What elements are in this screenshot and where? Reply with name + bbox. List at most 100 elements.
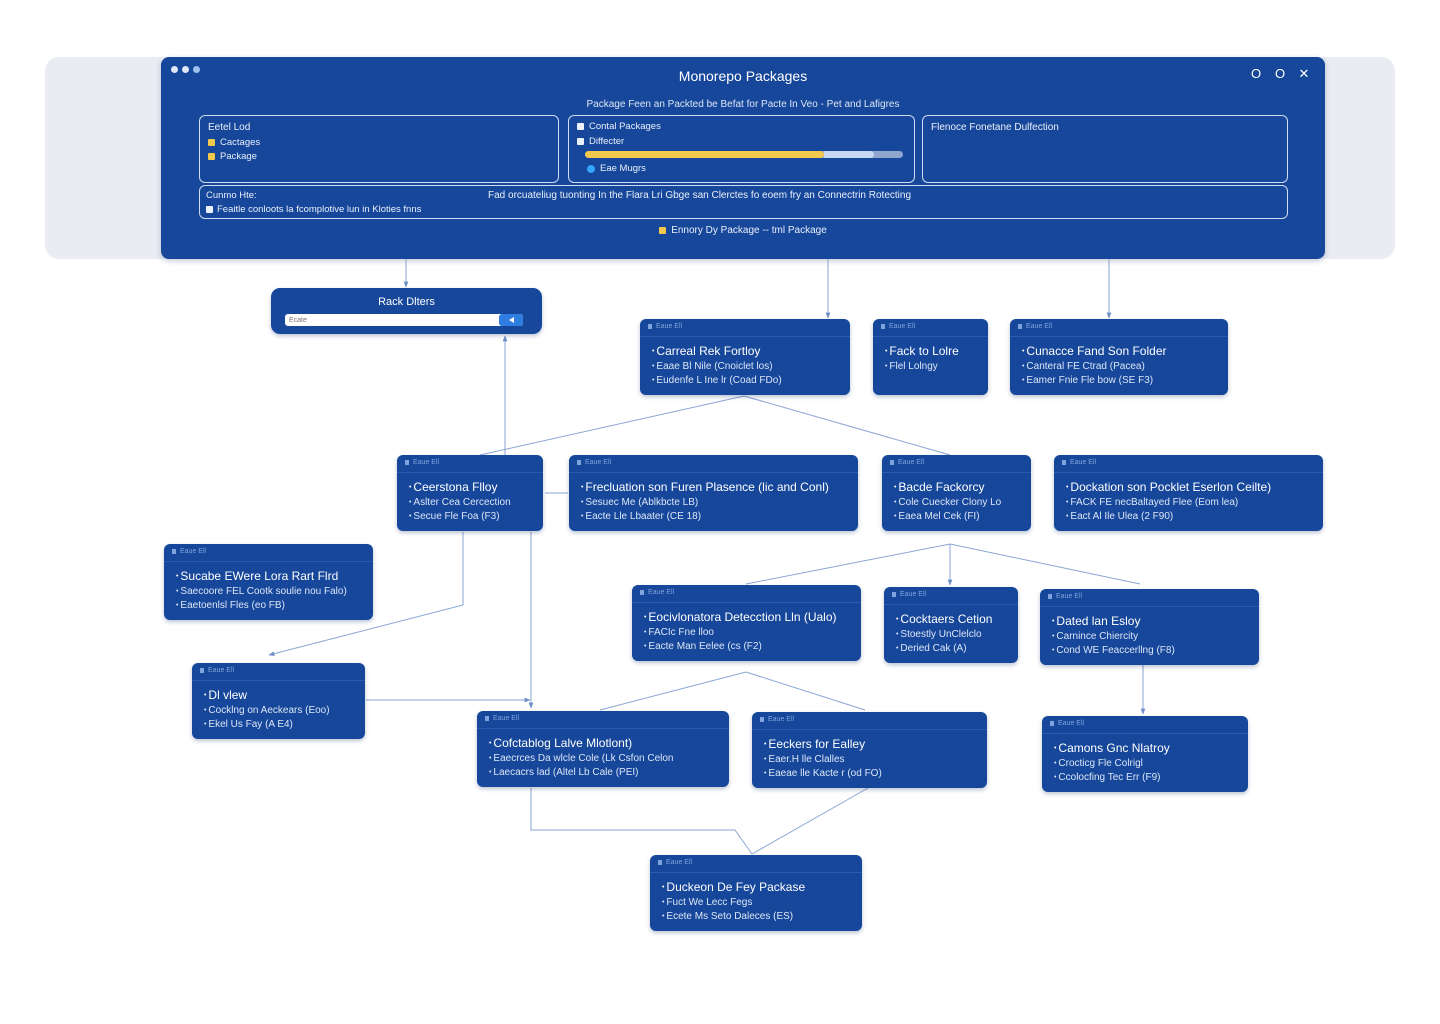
package-node-1[interactable]: Eaue Ell Carreal Rek Fortloy Eaae Bl Nil… (640, 319, 850, 395)
node-header (192, 663, 365, 681)
minimize-icon[interactable]: O (1250, 66, 1262, 81)
package-node-3[interactable]: Eaue Ell Cunacce Fand Son Folder Cantera… (1010, 319, 1228, 395)
package-window: Monorepo Packages O O ✕ Package Feen an … (161, 57, 1325, 259)
node-tag: Eaue Ell (172, 548, 206, 555)
package-node-12[interactable]: Eaue Ell Dl vlew Cocklng on Aeckears (Eo… (192, 663, 365, 739)
progress-bar-secondary (823, 151, 875, 158)
package-node-14[interactable]: Eaue Ell Eeckers for Ealley Eaer.H lle C… (752, 712, 987, 788)
yellow-swatch-icon (208, 153, 215, 160)
node-title: Cocktaers Cetion (896, 612, 992, 626)
yellow-swatch-icon (208, 139, 215, 146)
package-node-13[interactable]: Eaue Ell Cofctablog Lalve Mlotlont) Eaec… (477, 711, 729, 787)
legend-panel-2-title: Contal Packages (589, 121, 661, 132)
node-detail: Secue Fle Foa (F3) (409, 511, 499, 522)
legend-panel-3: Flenoce Fonetane Dulfection (922, 115, 1288, 183)
window-controls: O O ✕ (1249, 66, 1311, 82)
node-title: Sucabe EWere Lora Rart Flrd (176, 569, 338, 583)
legend-item-package: Package (208, 151, 257, 162)
legend-panel-2-header: Contal Packages (577, 121, 661, 132)
window-dot-1[interactable] (171, 66, 178, 73)
package-node-5[interactable]: Eaue Ell Frecluation son Furen Plasence … (569, 455, 858, 531)
package-node-11[interactable]: Eaue Ell Dated lan Esloy Carnince Chierc… (1040, 589, 1259, 665)
info-panel: Cunmo Hte: Feaitle conloots la fcomploti… (199, 185, 1288, 219)
window-dots (171, 66, 200, 73)
legend-panel-2: Contal Packages Diffecter Eae Mugrs (568, 115, 915, 183)
package-node-10[interactable]: Eaue Ell Cocktaers Cetion Stoestly UnCle… (884, 587, 1018, 663)
maximize-icon[interactable]: O (1274, 66, 1286, 81)
node-tag: Eaue Ell (1050, 720, 1084, 727)
node-tag: Eaue Ell (1048, 593, 1082, 600)
filter-submit-button[interactable] (499, 314, 523, 326)
node-title: Cofctablog Lalve Mlotlont) (489, 736, 632, 750)
node-detail: Flel Lolngy (885, 361, 937, 372)
legend-item-eae-mugrs: Eae Mugrs (587, 163, 646, 174)
node-title: Cunacce Fand Son Folder (1022, 344, 1166, 358)
info-note-text: Feaitle conloots la fcomplotive lun in K… (217, 204, 422, 215)
node-tag: Eaue Ell (577, 459, 611, 466)
node-header (884, 587, 1018, 605)
node-detail: Eaeae lle Kacte r (od FO) (764, 768, 881, 779)
node-title: Ceerstona Flloy (409, 480, 497, 494)
package-node-2[interactable]: Eaue Ell Fack to Lolre Flel Lolngy (873, 319, 988, 395)
edge (268, 532, 464, 656)
node-title: Carreal Rek Fortloy (652, 344, 760, 358)
node-header (882, 455, 1031, 473)
node-detail: Carnince Chiercity (1052, 631, 1138, 642)
node-tag: Eaue Ell (892, 591, 926, 598)
white-swatch-icon (577, 138, 584, 145)
window-dot-3[interactable] (193, 66, 200, 73)
node-detail: Eaecrces Da wlcle Cole (Lk Csfon Celon (489, 753, 673, 764)
node-detail: Fuct We Lecc Fegs (662, 897, 752, 908)
edge (599, 671, 747, 711)
legend-item-label: Cactages (220, 137, 261, 148)
edge (949, 543, 1141, 585)
edge (743, 395, 951, 456)
node-header (1040, 589, 1259, 607)
node-detail: Ecete Ms Seto Daleces (ES) (662, 911, 793, 922)
package-node-7[interactable]: Eaue Ell Dockation son Pocklet Eserlon C… (1054, 455, 1323, 531)
info-title: Cunmo Hte: (206, 190, 257, 201)
close-icon[interactable]: ✕ (1298, 66, 1310, 81)
package-node-9[interactable]: Eaue Ell Eocivlonatora Detecction Lln (U… (632, 585, 861, 661)
footer-legend-text: Ennory Dy Package -- tml Package (671, 225, 827, 236)
node-detail: Crocticg Fle Colrigl (1054, 758, 1142, 769)
filter-input[interactable] (285, 314, 523, 326)
node-detail: FACIc Fne lloo (644, 627, 714, 638)
node-title: Dated lan Esloy (1052, 614, 1140, 628)
node-header (477, 711, 729, 729)
node-title: Bacde Fackorcy (894, 480, 984, 494)
legend-panel-1-title: Eetel Lod (208, 122, 251, 133)
legend-item-cactages: Cactages (208, 137, 260, 148)
node-detail: Eudenfe L Ine lr (Coad FDo) (652, 375, 781, 386)
node-detail: Canteral FE Ctrad (Pacea) (1022, 361, 1144, 372)
package-node-15[interactable]: Eaue Ell Camons Gnc Nlatroy Crocticg Fle… (1042, 716, 1248, 792)
footer-legend: Ennory Dy Package -- tml Package (161, 225, 1325, 236)
node-tag: Eaue Ell (640, 589, 674, 596)
package-filter-card: Rack Dlters (271, 288, 542, 334)
node-detail: Saecoore FEL Cootk soulie nou Falo) (176, 586, 346, 597)
package-node-6[interactable]: Eaue Ell Bacde Fackorcy Cole Cuecker Clo… (882, 455, 1031, 531)
node-detail: Cole Cuecker Clony Lo (894, 497, 1001, 508)
node-header (1010, 319, 1228, 337)
node-tag: Eaue Ell (648, 323, 682, 330)
node-detail: Eaea Mel Cek (FI) (894, 511, 979, 522)
blue-dot-icon (587, 164, 595, 173)
node-title: Dl vlew (204, 688, 247, 702)
node-title: Eeckers for Ealley (764, 737, 865, 751)
node-tag: Eaue Ell (1018, 323, 1052, 330)
node-detail: Sesuec Me (Ablkbcte LB) (581, 497, 698, 508)
package-node-8[interactable]: Eaue Ell Sucabe EWere Lora Rart Flrd Sae… (164, 544, 373, 620)
node-detail: Eamer Fnie Fle bow (SE F3) (1022, 375, 1153, 386)
legend-item-label: Eae Mugrs (600, 163, 646, 174)
legend-item-diffecter: Diffecter (577, 136, 624, 147)
node-header (1042, 716, 1248, 734)
edge (745, 543, 951, 585)
node-header (569, 455, 858, 473)
node-title: Eocivlonatora Detecction Lln (Ualo) (644, 610, 836, 624)
package-node-4[interactable]: Eaue Ell Ceerstona Flloy Aslter Cea Cerc… (397, 455, 543, 531)
window-dot-2[interactable] (182, 66, 189, 73)
window-title: Monorepo Packages (678, 68, 808, 84)
package-node-16[interactable]: Eaue Ell Duckeon De Fey Packase Fuct We … (650, 855, 862, 931)
progress-bar (585, 151, 903, 158)
